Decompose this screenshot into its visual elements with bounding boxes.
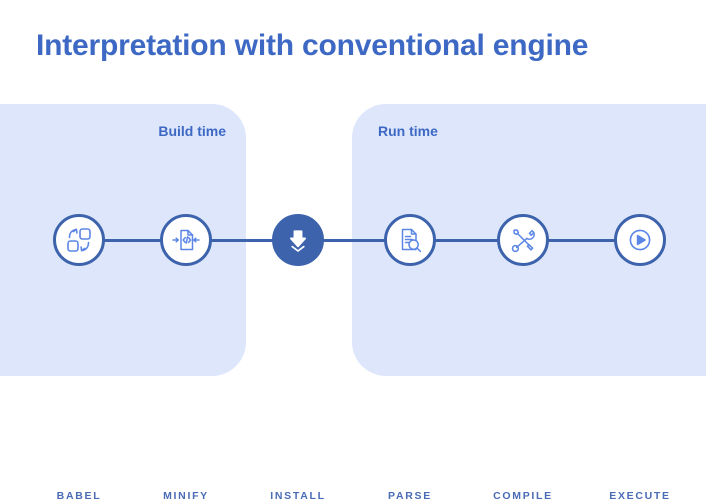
compress-code-file-icon <box>170 225 202 255</box>
pipeline-connector-line <box>79 239 641 242</box>
pipeline-step-label: PARSE <box>388 490 432 502</box>
node-circle-compile <box>497 214 549 266</box>
slide-canvas: Interpretation with conventional engine … <box>0 29 706 502</box>
panel-run-time-label: Run time <box>378 123 438 139</box>
download-arrow-icon <box>284 226 312 254</box>
node-circle-install <box>272 214 324 266</box>
transform-squares-icon <box>64 225 94 255</box>
wrench-screwdriver-icon <box>508 225 538 255</box>
document-magnifier-icon <box>395 225 425 255</box>
panel-build-time-label: Build time <box>158 123 226 139</box>
pipeline-step-label: EXECUTE <box>609 490 671 502</box>
node-circle-minify <box>160 214 212 266</box>
play-circle-icon <box>625 225 655 255</box>
pipeline-step-label: MINIFY <box>163 490 209 502</box>
pipeline-step-label: INSTALL <box>270 490 326 502</box>
node-circle-execute <box>614 214 666 266</box>
node-circle-parse <box>384 214 436 266</box>
page-title: Interpretation with conventional engine <box>36 29 589 62</box>
node-circle-babel <box>53 214 105 266</box>
pipeline-step-label: COMPILE <box>493 490 553 502</box>
